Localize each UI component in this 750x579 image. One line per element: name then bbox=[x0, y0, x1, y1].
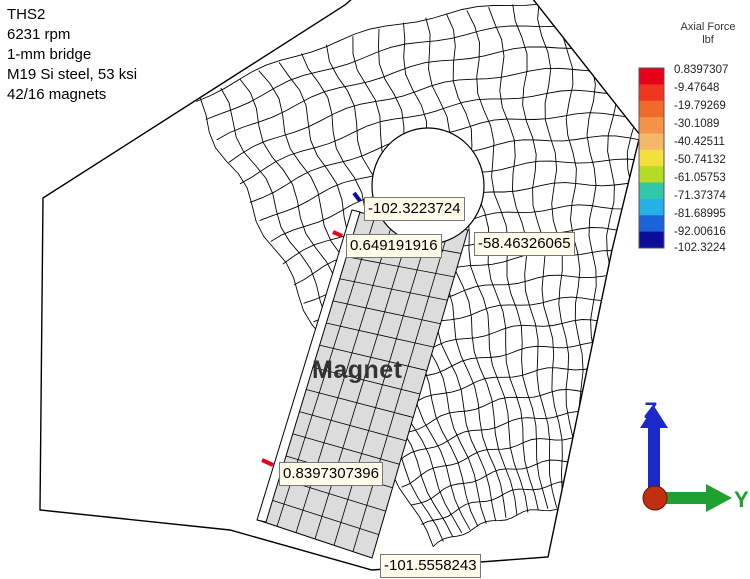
magnet-label: Magnet bbox=[312, 356, 403, 384]
mesh-radial-line bbox=[488, 7, 558, 508]
callout-top-force: -102.3223724 bbox=[364, 197, 465, 221]
mesh-radial-line bbox=[615, 0, 640, 506]
legend-color-swatch bbox=[639, 133, 664, 151]
rotor-speed: 6231 rpm bbox=[7, 26, 71, 43]
model-info: THS2 6231 rpm 1-mm bridge M19 Si steel, … bbox=[7, 5, 137, 105]
legend-value: -40.42511 bbox=[674, 136, 725, 148]
mesh-arc-line bbox=[239, 89, 640, 185]
z-axis-shaft bbox=[648, 422, 660, 488]
mesh-arc-line bbox=[216, 43, 640, 141]
triad-origin bbox=[642, 485, 668, 511]
magnet-mesh-line bbox=[342, 255, 455, 278]
mesh-arc-line bbox=[378, 388, 640, 446]
legend-value: -19.79269 bbox=[674, 100, 726, 112]
legend-value: -61.05753 bbox=[674, 172, 726, 184]
z-axis-label: Z bbox=[644, 398, 658, 423]
magnet-mesh-line bbox=[328, 299, 441, 325]
legend-value: -102.3224 bbox=[674, 242, 726, 254]
legend-color-swatch bbox=[639, 100, 664, 118]
mesh-arc-line bbox=[410, 456, 640, 506]
force-marker-top bbox=[352, 191, 362, 203]
z-axis-arrowhead bbox=[640, 406, 668, 428]
legend-title-unit: lbf bbox=[702, 34, 714, 46]
mesh-arc-line bbox=[432, 503, 640, 547]
mesh-arc-line bbox=[401, 433, 640, 488]
magnet-mesh-line bbox=[307, 365, 421, 395]
force-marker-lower bbox=[261, 458, 274, 467]
mesh-radial-line bbox=[466, 10, 549, 509]
legend-color-swatch bbox=[639, 198, 664, 216]
legend-color-swatch bbox=[639, 182, 664, 200]
magnet-mesh-line bbox=[264, 497, 379, 535]
air-pocket bbox=[371, 127, 485, 245]
mesh-arc-line bbox=[259, 135, 640, 222]
callout-upper-right-force: -58.46326065 bbox=[474, 232, 575, 256]
mesh-arc-line bbox=[196, 0, 640, 102]
y-axis-label: Y bbox=[734, 487, 749, 512]
legend-title-quantity: Axial Force bbox=[680, 21, 736, 33]
legend-bar-border bbox=[638, 67, 665, 249]
bridge-width: 1-mm bridge bbox=[7, 46, 92, 63]
legend-color-swatch bbox=[639, 68, 664, 85]
axis-triad bbox=[640, 406, 732, 512]
mesh-arc-line bbox=[390, 411, 640, 468]
y-axis-shaft bbox=[658, 492, 710, 504]
legend-value: -50.74132 bbox=[674, 154, 726, 166]
bridge-slot bbox=[256, 209, 361, 523]
legend-value: 0.8397307 bbox=[674, 64, 729, 76]
legend-value: -92.00616 bbox=[674, 226, 726, 238]
mesh-arc-line bbox=[249, 112, 640, 203]
legend-color-swatch bbox=[639, 149, 664, 167]
rotor-outline bbox=[39, 0, 641, 571]
mesh-arc-line bbox=[421, 479, 640, 525]
mesh-radial-line bbox=[425, 17, 529, 513]
magnet-mesh-line bbox=[335, 277, 448, 301]
y-axis-arrowhead bbox=[706, 484, 732, 512]
legend-color-bar bbox=[638, 67, 665, 249]
magnet-mesh-line bbox=[293, 409, 407, 442]
legend-value: -30.1089 bbox=[674, 118, 720, 130]
magnet-mesh-line bbox=[314, 343, 427, 371]
legend-title: Axial Force lbf bbox=[660, 21, 750, 47]
callout-lower-left-force: 0.8397307396 bbox=[279, 462, 383, 486]
mesh-arc-line bbox=[270, 158, 640, 242]
material: M19 Si steel, 53 ksi bbox=[7, 66, 138, 83]
force-marker-upper bbox=[332, 230, 343, 238]
legend-value: -71.37374 bbox=[674, 190, 726, 202]
magnet-mesh-line bbox=[286, 431, 400, 465]
legend-color-swatch bbox=[639, 117, 664, 134]
legend-color-swatch bbox=[639, 215, 664, 233]
legend-color-swatch bbox=[639, 84, 664, 102]
magnet-mesh-line bbox=[321, 321, 434, 348]
magnet-count: 42/16 magnets bbox=[7, 86, 107, 103]
legend-color-swatch bbox=[639, 166, 664, 184]
callout-bottom-force: -101.5558243 bbox=[380, 554, 481, 578]
mesh-arc-line bbox=[367, 364, 640, 424]
magnet-mesh-line bbox=[300, 387, 414, 418]
model-name: THS2 bbox=[7, 6, 46, 23]
legend-value: -81.68995 bbox=[674, 208, 726, 220]
legend-color-swatch bbox=[639, 231, 664, 249]
mesh-radial-line bbox=[445, 13, 539, 511]
mesh-arc-line bbox=[228, 67, 640, 163]
legend-value: -9.47648 bbox=[674, 82, 720, 94]
callout-upper-left-force: 0.649191916 bbox=[346, 234, 442, 258]
